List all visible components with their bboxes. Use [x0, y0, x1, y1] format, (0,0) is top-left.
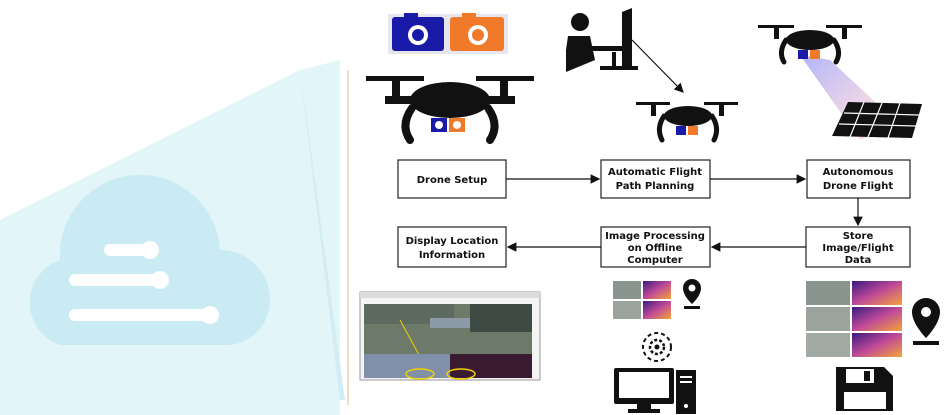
- watermark-logo: [0, 60, 345, 415]
- display-label-line2: Information: [419, 250, 485, 261]
- desktop-computer-icon: [614, 368, 696, 414]
- display-location-box: Display Location Information: [397, 226, 507, 268]
- thermal-image-tiles: [613, 281, 671, 319]
- floppy-disk-icon: [836, 367, 893, 411]
- location-pin-icon: [683, 279, 701, 309]
- thermal-image-tiles: [806, 281, 902, 357]
- quadcopter-drone-icon: [636, 102, 738, 143]
- operator-arrow: [631, 39, 684, 93]
- autonomous-label-line1: Autonomous: [823, 167, 894, 178]
- autonomous-label-line2: Drone Flight: [823, 181, 893, 192]
- processing-label-line1: Image Processing: [605, 231, 705, 242]
- location-display-screenshot: [359, 291, 541, 381]
- processing-gear-icon: [642, 332, 672, 362]
- processing-label-line3: Computer: [627, 255, 682, 266]
- operator-at-computer-icon: [566, 8, 638, 72]
- solar-panel-array-icon: [832, 101, 922, 139]
- drone-setup-label: Drone Setup: [417, 175, 488, 186]
- flow-arrows: [506, 174, 863, 252]
- flight-path-planning-box: Automatic Flight Path Planning: [600, 159, 711, 199]
- flight-path-label-line1: Automatic Flight: [608, 167, 702, 178]
- store-label-line3: Data: [845, 255, 872, 266]
- store-label-line1: Store: [843, 231, 874, 242]
- flight-path-label-line2: Path Planning: [616, 181, 695, 192]
- image-processing-box: Image Processing on Offline Computer: [600, 226, 711, 268]
- processing-label-line2: on Offline: [628, 243, 683, 254]
- display-label-line1: Display Location: [406, 236, 499, 247]
- autonomous-flight-box: Autonomous Drone Flight: [806, 159, 911, 199]
- store-label-line2: Image/Flight: [822, 243, 893, 254]
- rgb-thermal-camera-icon: [388, 13, 508, 54]
- drone-setup-box: Drone Setup: [397, 159, 507, 199]
- store-data-box: Store Image/Flight Data: [805, 226, 911, 268]
- location-pin-icon: [912, 298, 940, 345]
- quadcopter-drone-icon: [366, 76, 534, 144]
